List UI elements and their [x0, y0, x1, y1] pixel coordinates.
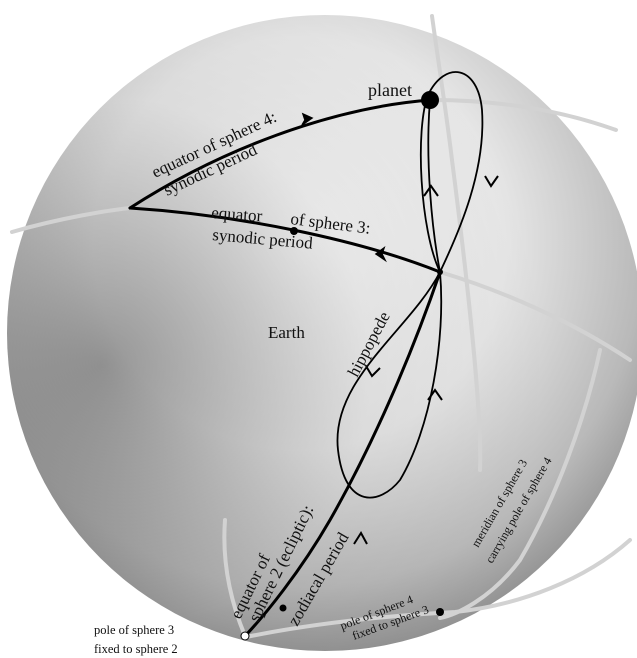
points — [240, 91, 444, 641]
equator-sphere-4-curve — [128, 98, 432, 210]
grey-meridian-lower — [450, 158, 483, 472]
grey-great-circles — [10, 14, 632, 639]
grey-ecliptic-far — [222, 518, 247, 638]
arrowheads — [301, 112, 499, 545]
equator-sphere3-label-a: equator — [211, 203, 264, 226]
hippopede-upper-loop — [419, 71, 484, 273]
arrow-upper-right-loop — [484, 175, 499, 188]
grey-circle-left — [10, 206, 132, 234]
grey-circle-right — [438, 270, 632, 362]
planet-meridian-curve — [427, 99, 441, 273]
arrow-ecliptic — [353, 531, 368, 545]
ecliptic-curve — [243, 270, 442, 638]
hippopede-lower-loop — [336, 271, 443, 499]
grey-circle-top — [430, 98, 618, 132]
arrow-sphere4 — [301, 112, 314, 126]
hippopede-center-dot — [437, 269, 443, 275]
arrow-hippopede-right — [427, 388, 443, 401]
grey-meridian-top — [430, 14, 454, 162]
sphere3-equator-dot — [290, 227, 298, 235]
ecliptic-dot — [279, 604, 287, 612]
planet-label: planet — [368, 80, 412, 100]
arrow-upper-left-loop — [423, 184, 439, 197]
pole3-label-a: pole of sphere 3 — [94, 623, 174, 637]
arrow-sphere3 — [374, 245, 387, 263]
earth-label: Earth — [268, 323, 305, 342]
pole-sphere3-dot — [240, 631, 250, 641]
pole3-label-b: fixed to sphere 2 — [94, 642, 178, 656]
pole-sphere4-dot — [436, 608, 444, 616]
grey-meridian-sphere3 — [438, 348, 602, 620]
sphere-shading — [7, 15, 637, 651]
arrow-hippopede-left — [365, 365, 381, 378]
grey-ecliptic-lower — [244, 538, 632, 639]
planet-dot — [421, 91, 439, 109]
